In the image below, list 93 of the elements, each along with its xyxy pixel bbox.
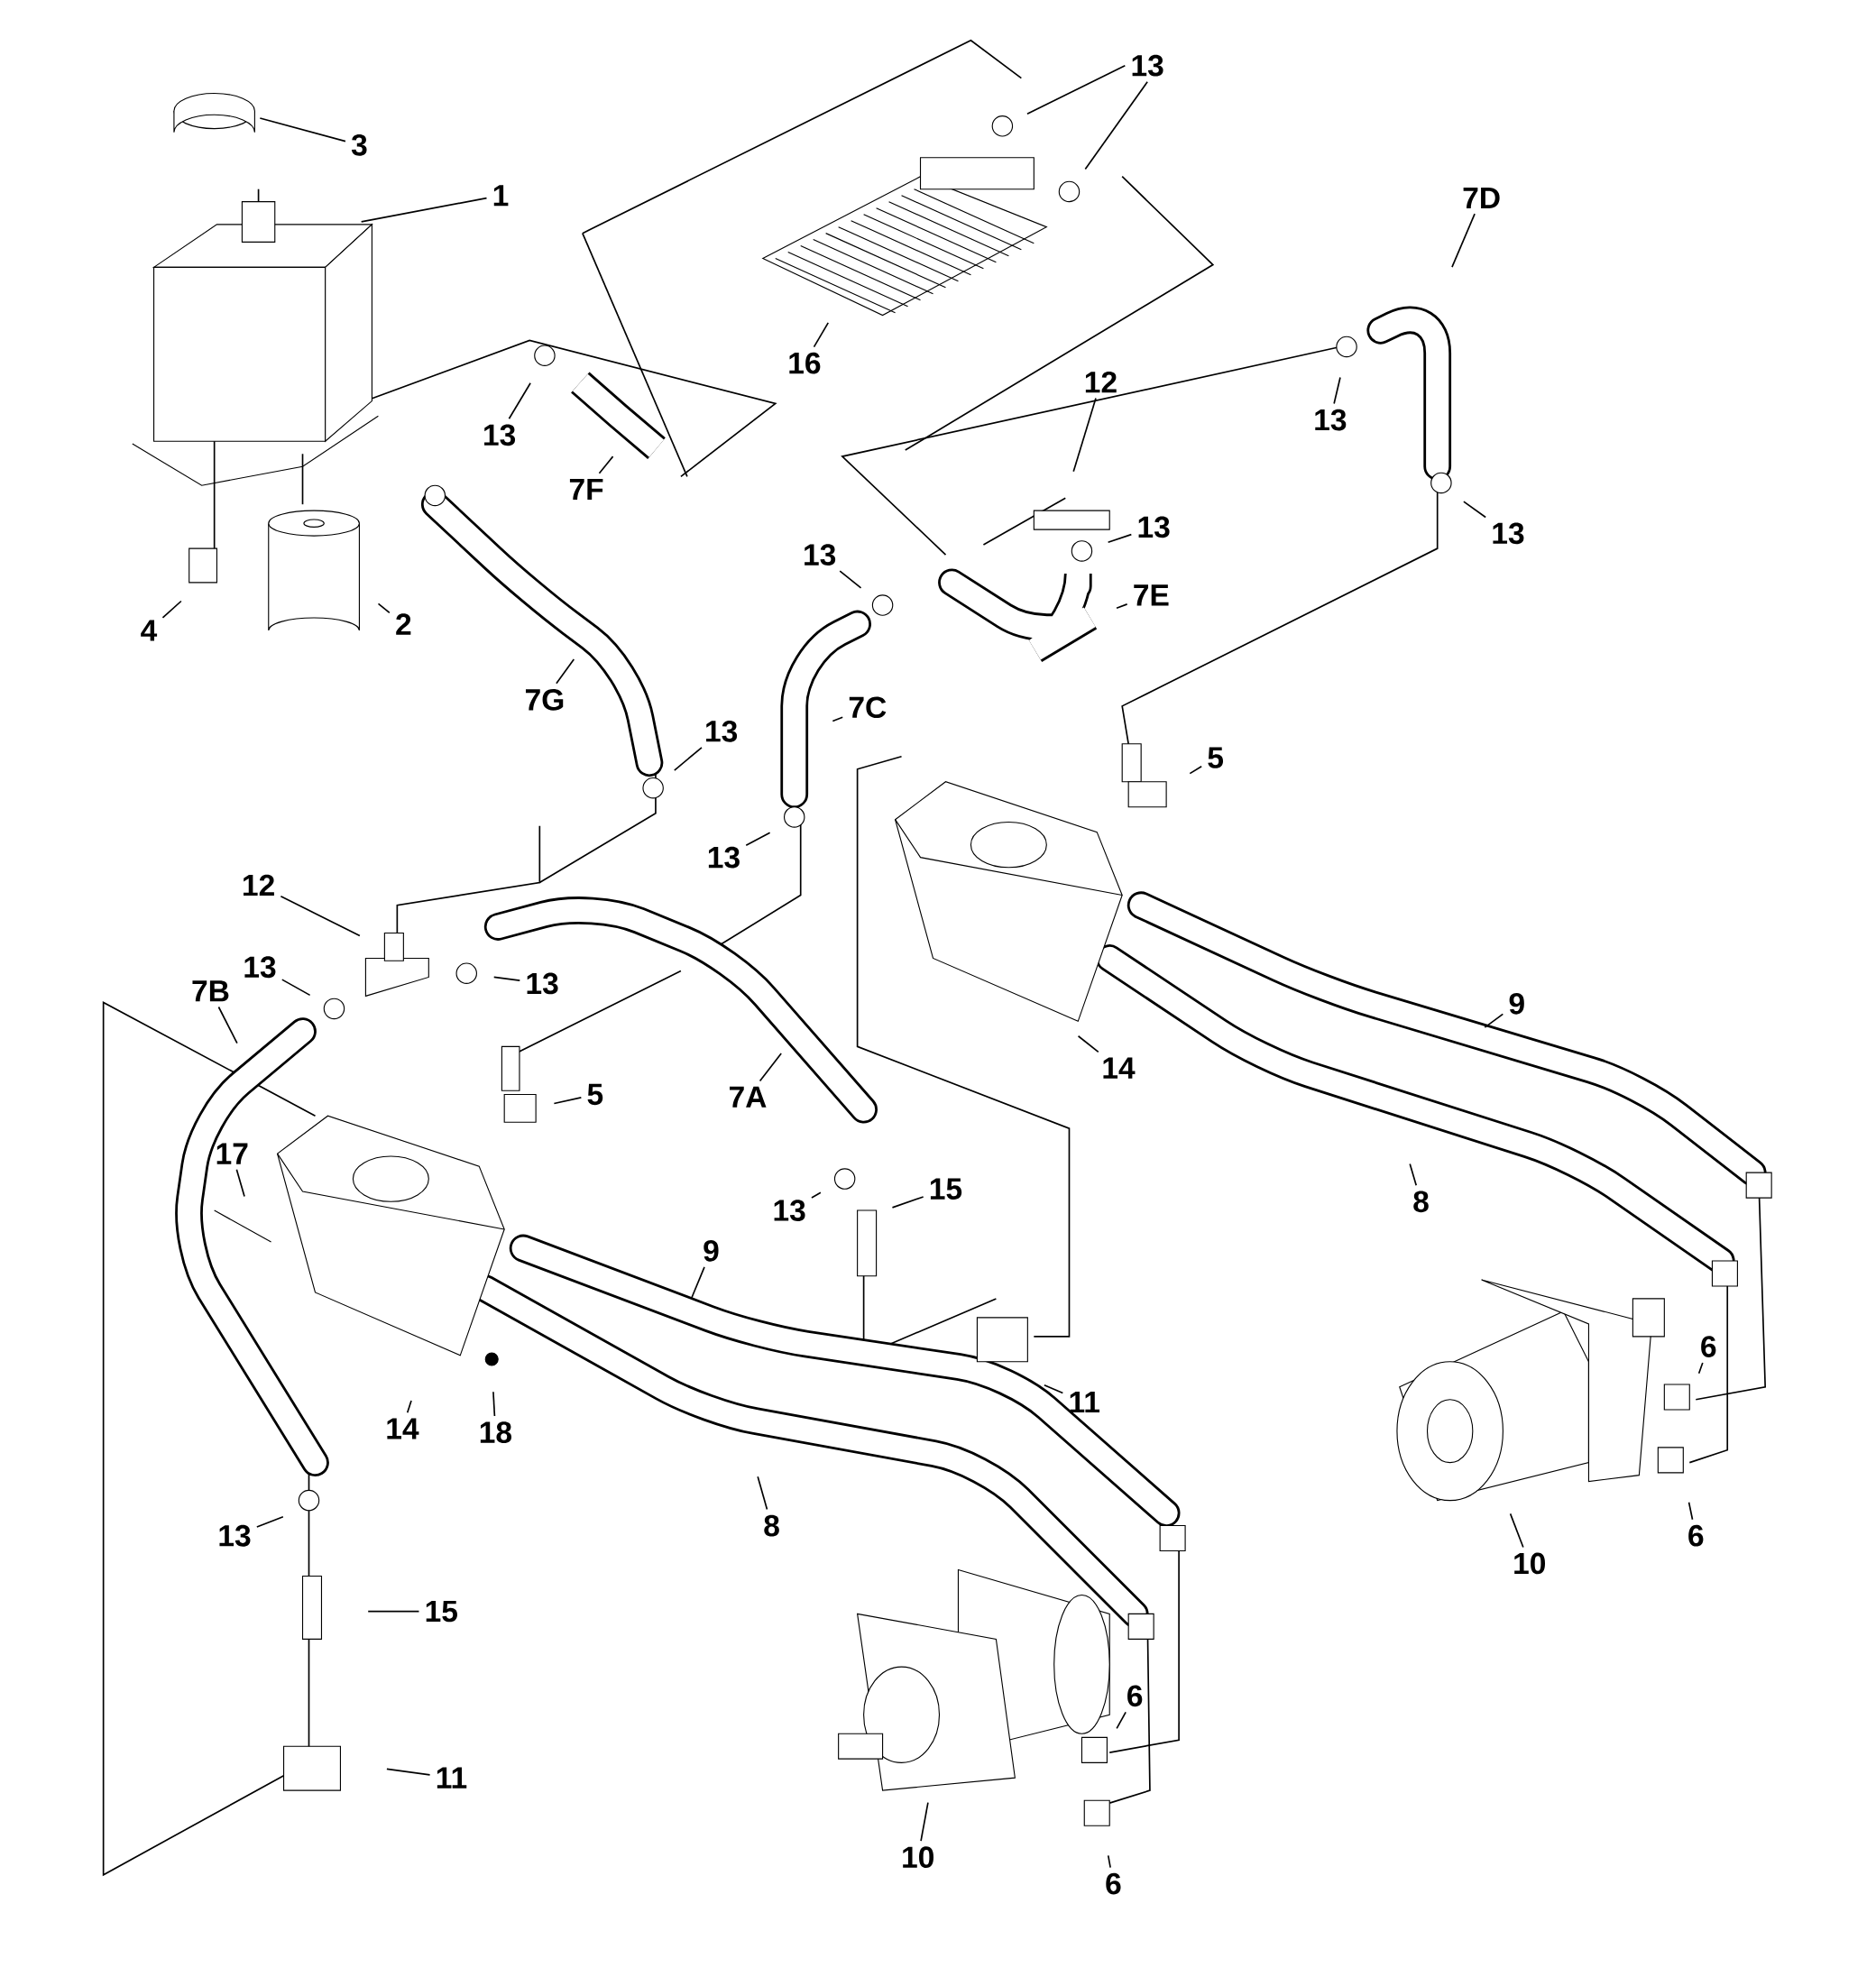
leader-line <box>1072 397 1097 473</box>
leader-line <box>1409 1163 1417 1187</box>
leader-line <box>673 747 703 771</box>
callout-number: 7B <box>192 980 229 1002</box>
leader-line <box>1451 213 1476 268</box>
callout-number: 2 <box>396 613 411 635</box>
callout-number: 13 <box>1315 409 1347 431</box>
leader-line <box>813 322 829 348</box>
leader-line <box>1462 501 1486 519</box>
callout-number: 5 <box>587 1083 603 1106</box>
leader-line <box>360 197 488 223</box>
callout-number: 13 <box>219 1524 251 1547</box>
leader-line <box>1687 1501 1694 1521</box>
callout-number: 8 <box>764 1514 779 1537</box>
callout-number: 13 <box>1132 54 1163 77</box>
callout-number: 15 <box>930 1178 962 1200</box>
leader-line <box>1509 1513 1524 1549</box>
callout-number: 14 <box>1103 1057 1136 1079</box>
leader-line <box>553 1097 583 1105</box>
callout-number: 13 <box>774 1200 805 1221</box>
callout-number: 7F <box>569 478 603 500</box>
callout-number: 16 <box>789 352 821 374</box>
leader-line <box>367 1610 420 1613</box>
callout-number: 17 <box>216 1143 248 1164</box>
callout-number: 10 <box>1514 1552 1545 1575</box>
leader-line <box>1116 1711 1127 1730</box>
leader-line <box>235 1169 245 1198</box>
leader-line <box>811 1191 822 1199</box>
callout-number: 7E <box>1134 584 1169 606</box>
leader-line <box>1084 80 1148 170</box>
callout-number: 3 <box>351 133 367 156</box>
callout-number: 15 <box>426 1600 457 1623</box>
leader-line <box>745 832 771 847</box>
leader-line <box>1026 64 1127 115</box>
callout-number: 6 <box>1127 1685 1143 1707</box>
callout-number: 13 <box>706 720 737 742</box>
callout-number: 9 <box>704 1239 719 1262</box>
callout-number: 13 <box>805 544 836 566</box>
callout-number: 10 <box>903 1846 933 1869</box>
leader-line <box>280 895 361 937</box>
callout-number: 13 <box>483 424 515 446</box>
leader-line <box>508 382 531 420</box>
leader-line <box>920 1801 929 1843</box>
leader-line <box>1107 1854 1111 1869</box>
leader-line <box>1107 533 1133 544</box>
leader-line <box>598 455 614 474</box>
callout-number: 13 <box>1138 516 1170 538</box>
callout-number: 7G <box>525 689 564 711</box>
callout-number: 11 <box>1070 1392 1099 1413</box>
leader-line <box>386 1768 431 1776</box>
callout-number: 13 <box>244 956 276 979</box>
leader-line <box>759 1053 782 1082</box>
leader-line <box>1484 1013 1504 1028</box>
callout-number: 18 <box>480 1421 511 1443</box>
leader-line <box>280 979 311 997</box>
callout-number: 6 <box>1688 1524 1704 1547</box>
leader-line <box>161 600 182 619</box>
callout-number: 7D <box>1463 187 1500 208</box>
leader-line <box>832 716 843 722</box>
callout-number: 1 <box>493 185 509 207</box>
callout-number: 6 <box>1701 1336 1716 1357</box>
callout-number: 13 <box>1493 522 1524 545</box>
callout-number: 5 <box>1208 747 1223 768</box>
leader-line <box>1043 1384 1064 1394</box>
leader-line <box>839 570 862 589</box>
callout-number: 11 <box>437 1767 467 1788</box>
leader-line <box>492 976 521 981</box>
leader-line <box>891 1196 924 1209</box>
leader-line <box>255 1515 284 1528</box>
leader-line <box>1697 1362 1704 1375</box>
callout-number: 4 <box>141 620 157 641</box>
callout-number: 8 <box>1413 1191 1429 1213</box>
leader-line <box>1077 1034 1099 1053</box>
callout-number: 9 <box>1509 992 1524 1015</box>
leader-line <box>1116 603 1128 610</box>
leader-line <box>377 602 391 614</box>
callout-number: 14 <box>387 1418 419 1439</box>
callout-number: 7A <box>729 1086 767 1108</box>
callout-number: 13 <box>527 972 558 995</box>
callout-number: 6 <box>1106 1872 1121 1895</box>
leader-line <box>757 1476 768 1511</box>
leader-line <box>492 1391 496 1417</box>
callout-number: 12 <box>1085 371 1117 393</box>
leader-line <box>1333 376 1341 405</box>
leader-line <box>406 1400 412 1414</box>
leader-line <box>556 658 575 685</box>
leader-line <box>217 1006 238 1044</box>
leader-line <box>690 1266 705 1300</box>
leader-line <box>1189 765 1202 775</box>
leader-line <box>259 117 346 143</box>
callout-number: 13 <box>708 846 740 869</box>
callout-number: 12 <box>243 874 274 897</box>
callout-number: 7C <box>849 696 887 719</box>
